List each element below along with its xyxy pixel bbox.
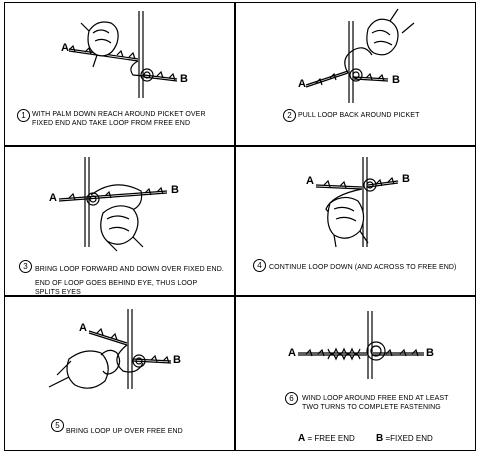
free-end-label: A (306, 175, 314, 187)
step-6-illustration (298, 311, 424, 379)
free-end-label: A (61, 42, 69, 54)
free-end-label: A (49, 192, 57, 204)
step-6-caption: WIND LOOP AROUND FREE END AT LEAST TWO T… (302, 395, 449, 411)
fixed-end-label: B (402, 173, 410, 185)
step-2-illustration (305, 8, 415, 103)
step-5-caption: BRING LOOP UP OVER FREE END (66, 428, 183, 435)
step-2-caption: PULL LOOP BACK AROUND PICKET (298, 112, 420, 119)
step-5-number: 5 (51, 419, 64, 432)
free-end-label: A (298, 78, 306, 90)
step-3-panel: A B 3 BRING LOOP FORWARD AND DOWN OVER F… (4, 146, 235, 296)
step-6-number: 6 (285, 392, 298, 405)
step-6-panel: A B 6 WIND LOOP AROUND FREE END AT LEAST… (235, 296, 476, 451)
legend-fixed-end-text: =FIXED END (385, 434, 433, 443)
step-3-number: 3 (19, 260, 32, 273)
step-2-panel: A B 2 PULL LOOP BACK AROUND PICKET (235, 2, 476, 146)
step-4-panel: A B 4 CONTINUE LOOP DOWN (AND ACROSS TO … (235, 146, 476, 296)
fixed-end-label: B (392, 74, 400, 86)
step-1-illustration (68, 11, 178, 98)
step-1-number: 1 (17, 109, 30, 122)
legend-free-end-letter: A (298, 433, 306, 444)
step-4-caption: CONTINUE LOOP DOWN (AND ACROSS TO FREE E… (269, 264, 457, 271)
legend-fixed-end-letter: B (376, 433, 384, 444)
legend-fixed-end: B =FIXED END (376, 433, 433, 444)
step-3-illustration (58, 157, 168, 252)
fixed-end-label: B (173, 354, 181, 366)
step-5-panel: A B 5 BRING LOOP UP OVER FREE END (4, 296, 235, 451)
free-end-label: A (79, 322, 87, 334)
step-4-illustration (315, 157, 399, 248)
step-4-number: 4 (253, 259, 266, 272)
fixed-end-label: B (171, 184, 179, 196)
step-2-number: 2 (283, 109, 296, 122)
legend-free-end: A = FREE END (298, 433, 355, 444)
step-1-caption: WITH PALM DOWN REACH AROUND PICKET OVER … (32, 111, 206, 127)
legend-free-end-text: = FREE END (307, 434, 355, 443)
free-end-label: A (288, 347, 296, 359)
step-3-note: END OF LOOP GOES BEHIND EYE, THUS LOOP S… (35, 280, 198, 296)
fixed-end-label: B (426, 347, 434, 359)
fixed-end-label: B (180, 73, 188, 85)
step-5-illustration (48, 309, 172, 389)
step-3-caption: BRING LOOP FORWARD AND DOWN OVER FIXED E… (35, 266, 224, 273)
step-1-panel: A B 1 WITH PALM DOWN REACH AROUND PICKET… (4, 2, 235, 146)
